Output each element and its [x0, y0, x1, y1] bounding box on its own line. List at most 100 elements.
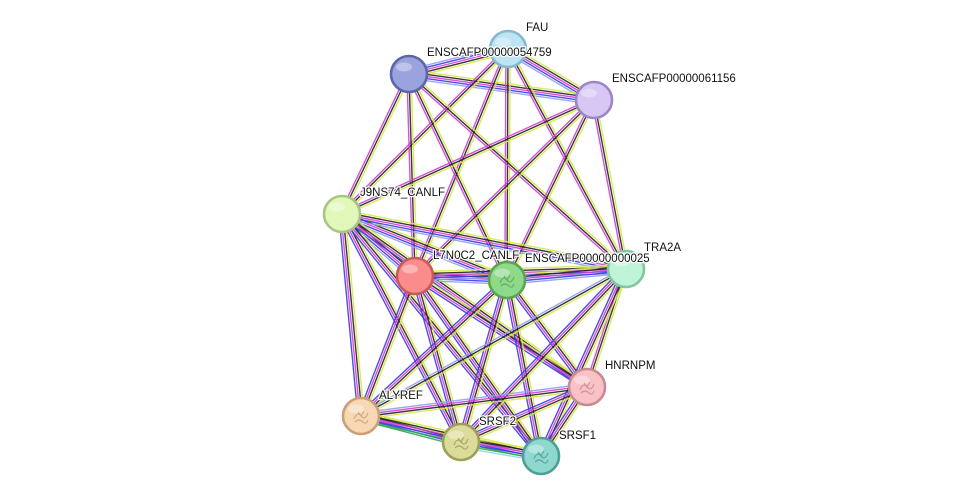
edge-j9ns74-tra2a	[341, 209, 627, 274]
edge-strand	[360, 268, 627, 417]
node-label-e54759: ENSCAFP00000054759	[427, 47, 552, 59]
edge-strand	[343, 74, 412, 216]
edge-strand	[409, 71, 595, 99]
edge-strand	[503, 281, 586, 390]
edge-tra2a-srsf2	[458, 266, 629, 445]
edge-strand	[341, 215, 626, 272]
node-highlight	[402, 264, 418, 274]
edge-e61156-l7n0c2	[413, 98, 596, 278]
edge-strand	[410, 73, 418, 276]
node-l7n0c2[interactable]	[395, 256, 435, 296]
node-highlight	[528, 444, 544, 454]
edge-l7n0c2-srsf1	[411, 273, 545, 459]
node-highlight	[348, 404, 364, 414]
node-circle[interactable]	[395, 256, 435, 296]
edge-strand	[462, 270, 629, 445]
edge-strand	[342, 211, 627, 268]
edge-strand	[342, 101, 596, 217]
edge-strand	[357, 274, 413, 416]
edge-strand	[543, 270, 630, 458]
edge-strand	[342, 213, 363, 416]
edge-strand	[408, 77, 594, 105]
edge-strand	[415, 275, 463, 442]
edge-strand	[340, 47, 508, 214]
edge-e54759-e61156	[408, 69, 595, 105]
edge-e625-alyref	[358, 277, 510, 419]
node-label-e625: ENSCAFP00000000025	[525, 253, 650, 265]
edge-strand	[340, 97, 594, 213]
edge-strand	[359, 266, 626, 415]
edge-strand	[507, 272, 627, 285]
node-e625[interactable]	[487, 260, 527, 300]
node-label-j9ns74: J9NS74_CANLF	[360, 187, 445, 199]
edge-strand	[459, 279, 507, 442]
edge-strand	[460, 385, 587, 442]
edge-strand	[588, 269, 629, 388]
node-circle[interactable]	[488, 29, 528, 69]
node-alyref[interactable]	[341, 396, 381, 436]
protein-structure-icon	[579, 381, 595, 395]
node-e61156[interactable]	[574, 80, 614, 120]
edge-strand	[340, 214, 541, 458]
edge-strand	[537, 267, 624, 455]
edge-strand	[341, 73, 410, 215]
node-highlight	[396, 62, 412, 72]
edge-strand	[361, 280, 509, 418]
edge-strand	[417, 273, 545, 455]
node-circle[interactable]	[322, 194, 362, 234]
edge-strand	[341, 48, 509, 215]
node-highlight	[613, 257, 629, 267]
edge-strand	[339, 215, 540, 459]
edge-strand	[361, 389, 588, 420]
node-circle[interactable]	[574, 80, 614, 120]
edge-strand	[342, 49, 510, 216]
node-circle[interactable]	[606, 249, 646, 289]
edge-strand	[413, 276, 461, 443]
edge-strand	[359, 275, 415, 416]
edge-fau-j9ns74	[340, 47, 510, 216]
edge-strand	[458, 266, 625, 441]
node-fau[interactable]	[488, 29, 528, 69]
node-circle[interactable]	[389, 54, 429, 94]
node-j9ns74[interactable]	[322, 194, 362, 234]
node-srsf2[interactable]	[441, 422, 481, 462]
edge-strand	[506, 266, 626, 279]
edge-strand	[586, 268, 627, 388]
edge-strand	[363, 276, 419, 418]
edge-strand	[340, 214, 361, 417]
edge-hnrnpm-srsf2	[459, 383, 589, 446]
edge-e625-tra2a	[506, 264, 627, 285]
edge-strand	[361, 276, 417, 417]
edge-layer	[338, 44, 630, 462]
node-highlight	[494, 268, 510, 278]
edge-tra2a-alyref	[359, 266, 628, 419]
protein-structure-icon	[499, 274, 515, 288]
node-e54759[interactable]	[389, 54, 429, 94]
edge-strand	[541, 269, 628, 457]
edge-strand	[539, 268, 626, 456]
edge-e61156-tra2a	[591, 99, 629, 270]
edge-e61156-j9ns74	[340, 97, 596, 217]
edge-hnrnpm-alyref	[360, 383, 588, 420]
edge-strand	[415, 101, 596, 278]
node-srsf1[interactable]	[521, 436, 561, 476]
edge-strand	[414, 99, 595, 277]
edge-strand	[413, 98, 594, 275]
edge-strand	[416, 272, 590, 385]
edge-strand	[408, 73, 508, 281]
edge-strand	[341, 99, 595, 215]
edge-l7n0c2-alyref	[357, 274, 419, 418]
edge-strand	[584, 268, 625, 387]
edge-strand	[360, 383, 587, 414]
edge-l7n0c2-hnrnpm	[412, 272, 590, 391]
edge-strand	[344, 213, 365, 416]
edge-strand	[505, 280, 587, 389]
node-label-tra2a: TRA2A	[644, 242, 681, 254]
edge-strand	[507, 270, 627, 283]
node-hnrnpm[interactable]	[567, 367, 607, 407]
edge-strand	[411, 277, 539, 459]
edge-strand	[591, 100, 625, 270]
node-highlight	[448, 430, 464, 440]
node-tra2a[interactable]	[606, 249, 646, 289]
